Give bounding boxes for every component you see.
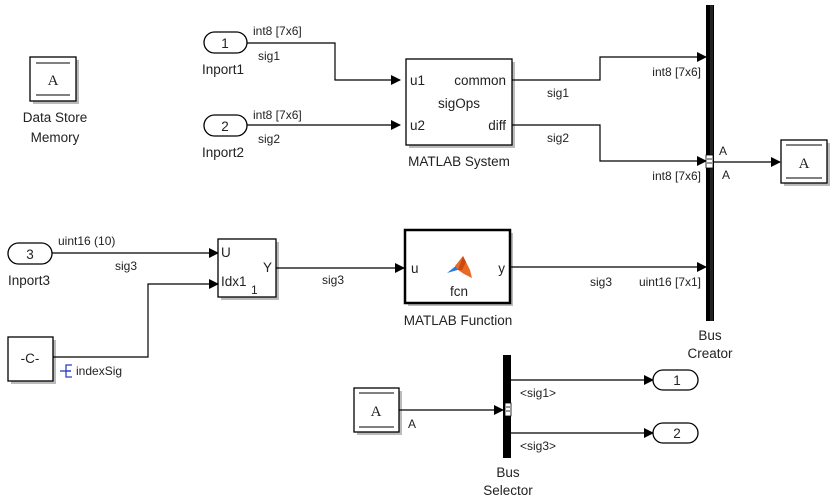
enum-icon [60,364,72,378]
outport-2-block[interactable]: 2 [652,422,699,444]
inport-1-block[interactable]: 1 [203,31,248,54]
data-store-memory-block[interactable]: A [29,56,79,104]
idx-subscript: 1 [251,283,258,297]
matlab-function-block[interactable]: u y fcn [403,228,513,306]
inport-2-number: 2 [221,119,229,134]
data-store-read-block[interactable]: A [353,387,402,435]
constant-value: -C- [21,351,40,366]
outport-2-number: 2 [673,426,681,441]
inport-3-label: Inport3 [8,273,50,288]
outport-1-block[interactable]: 1 [652,369,699,391]
inport-1-type-label: int8 [7x6] [253,24,302,38]
port-y: y [498,261,505,276]
sig3-label: sig3 [115,259,137,273]
port-common: common [454,73,506,88]
bus-selector-block[interactable] [503,355,512,458]
sig2-out-label: sig2 [547,131,569,145]
sig1-out-label: sig1 [547,86,569,100]
matlab-logo-icon [447,256,472,278]
matlab-system-block[interactable]: u1 u2 common diff sigOps [405,58,515,148]
bus-selector-label-2: Selector [483,483,533,498]
bus-creator-label: Bus [698,328,722,343]
constant-block[interactable]: -C- [7,336,56,384]
sel-sig1-label: <sig1> [520,386,556,400]
wire-index-sig[interactable] [53,279,219,358]
inport-2-type-label: int8 [7x6] [253,108,302,122]
sel-sig3-label: <sig3> [520,439,556,453]
selector-block[interactable]: U Idx1 1 Y [217,238,279,300]
outport-1-number: 1 [673,373,681,388]
data-store-read-glyph: A [371,404,382,420]
inport-3-number: 3 [26,247,34,262]
inport-2-label: Inport2 [202,145,244,160]
matlab-function-label: MATLAB Function [404,313,513,328]
port-Y: Y [263,260,272,275]
bus-creator-block[interactable] [705,5,714,321]
inport-2-block[interactable]: 2 [203,114,248,137]
sig2-out-type: int8 [7x6] [652,169,701,183]
sig3-mid-label: sig3 [322,273,344,287]
sig1-out-type: int8 [7x6] [652,65,701,79]
port-Idx1: Idx1 [221,274,247,289]
bus-creator-label-2: Creator [687,346,733,361]
data-store-memory-label-2: Memory [31,130,80,145]
wire-sig1-out[interactable] [512,52,707,81]
wire-sig1-in[interactable] [247,42,401,85]
sig2-label: sig2 [258,132,280,146]
port-diff: diff [488,118,506,133]
system-object-name: sigOps [438,96,480,111]
inport-3-type-label: uint16 (10) [58,234,115,248]
inport-1-number: 1 [221,36,229,51]
sig3-out-type: uint16 [7x1] [639,275,701,289]
bus-signal-label-below: A [722,168,730,182]
port-u2: u2 [410,118,425,133]
matlab-system-label: MATLAB System [408,154,510,169]
inport-3-block[interactable]: 3 [7,242,53,265]
index-sig-label: indexSig [76,364,122,378]
port-U: U [221,245,231,260]
port-u1: u1 [410,73,425,88]
port-u: u [411,261,419,276]
read-signal-label: A [408,417,416,431]
sig3-out-label: sig3 [590,275,612,289]
bus-signal-label-above: A [719,144,727,158]
inport-1-label: Inport1 [202,62,244,77]
data-store-write-glyph: A [799,156,810,172]
data-store-write-block[interactable]: A [780,139,830,186]
fcn-name: fcn [450,284,468,299]
bus-selector-label: Bus [496,465,520,480]
wire-sig2-out[interactable] [512,124,707,166]
data-store-glyph: A [48,73,59,89]
sig1-label: sig1 [258,49,280,63]
data-store-memory-label: Data Store [23,110,88,125]
